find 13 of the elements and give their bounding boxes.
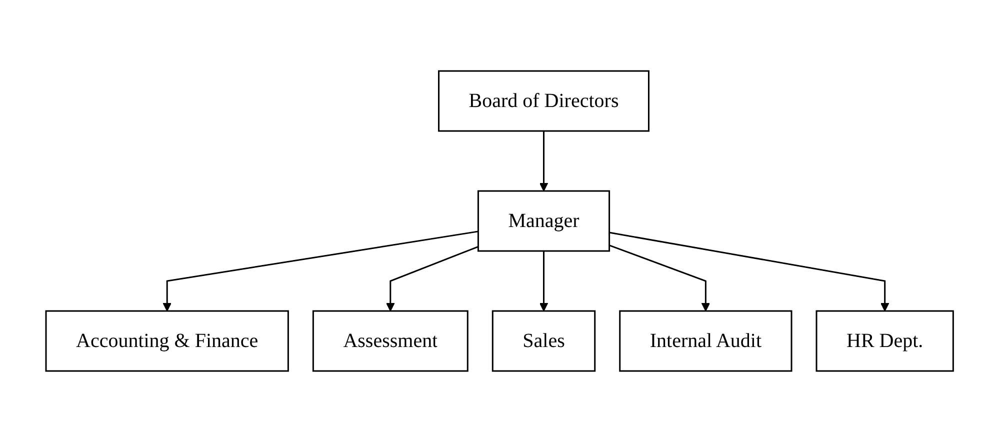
node-box: Board of Directors bbox=[438, 70, 650, 132]
node-box: Sales bbox=[492, 310, 596, 372]
arrow bbox=[540, 130, 549, 191]
arrow bbox=[609, 244, 710, 311]
node-box: Manager bbox=[478, 190, 610, 252]
node-box: Assessment bbox=[312, 310, 469, 372]
arrow bbox=[386, 245, 479, 311]
arrow bbox=[610, 231, 890, 311]
node-box: Accounting & Finance bbox=[46, 310, 290, 372]
arrow bbox=[540, 250, 549, 311]
node-box: HR Dept. bbox=[816, 310, 954, 372]
node-box: Internal Audit bbox=[620, 310, 793, 372]
arrow bbox=[163, 230, 479, 311]
